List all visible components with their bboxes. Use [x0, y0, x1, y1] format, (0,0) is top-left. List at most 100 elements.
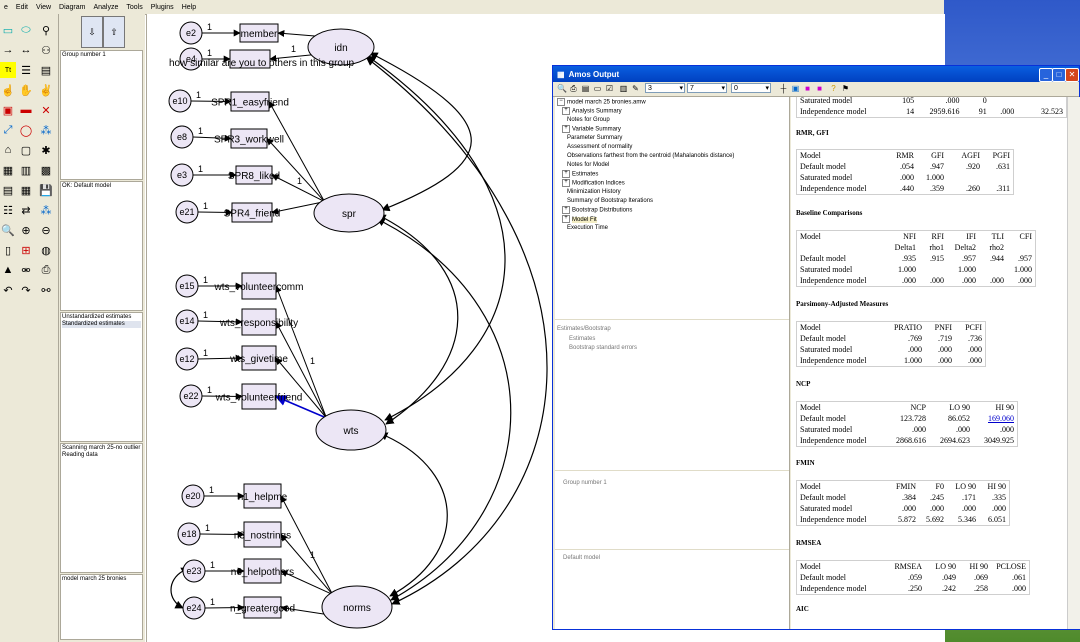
undo-icon[interactable]: ↶ — [3, 284, 13, 297]
tree-item[interactable]: Notes for Group — [567, 116, 610, 125]
fit-to-page-icon[interactable]: ⊞ — [21, 244, 31, 257]
error-term[interactable] — [175, 274, 199, 298]
calculate-estimates-icon[interactable]: ▩ — [40, 164, 52, 177]
models-list[interactable]: OK: Default model — [60, 181, 143, 311]
output-diagram-button[interactable]: ⇧ — [103, 16, 125, 48]
nav-item[interactable]: Estimates — [569, 336, 596, 342]
nav-item[interactable]: Estimates/Bootstrap — [557, 326, 611, 332]
tree-item[interactable]: Observations farthest from the centroid … — [567, 152, 734, 161]
error-term[interactable] — [168, 89, 192, 113]
tree-item[interactable]: −model march 25 bronies.amw — [557, 98, 646, 108]
preserve-symmetries-icon[interactable]: ⁂ — [40, 204, 52, 217]
draw-rectangle-icon[interactable]: ▭ — [2, 24, 14, 37]
tree-item[interactable]: Assessment of normality — [567, 143, 632, 152]
options-icon[interactable]: ▤ — [581, 84, 590, 93]
print-preview-icon[interactable]: 🔍 — [557, 84, 567, 93]
resize-icon[interactable]: ⤢ — [3, 123, 13, 136]
error-term[interactable] — [179, 21, 203, 45]
latent-indicator-icon[interactable]: ⚲ — [41, 24, 51, 37]
bootstrap-link[interactable]: 169.060 — [988, 414, 1014, 423]
color-alt-icon[interactable]: ■ — [817, 84, 822, 93]
expand-icon[interactable]: + — [562, 107, 570, 115]
tree-item[interactable]: +Modification Indices — [562, 179, 625, 189]
tree-item[interactable]: +Variable Summary — [562, 125, 621, 135]
nav-item[interactable]: Group number 1 — [563, 480, 607, 486]
expand-icon[interactable]: + — [562, 206, 570, 214]
error-term[interactable] — [175, 200, 199, 224]
tree-item[interactable]: +Analysis Summary — [562, 107, 622, 117]
bayesian-icon[interactable]: ▲ — [2, 264, 14, 276]
menu-diagram[interactable]: Diagram — [59, 3, 86, 11]
select-all-icon[interactable]: ✋ — [19, 84, 33, 97]
latent-variable[interactable] — [315, 409, 387, 451]
menu-help[interactable]: Help — [181, 3, 197, 11]
object-properties-icon[interactable]: ☷ — [3, 204, 13, 217]
input-diagram-button[interactable]: ⇩ — [81, 16, 103, 48]
draw-ellipse-icon[interactable]: ⬭ — [21, 23, 31, 36]
analysis-properties-icon[interactable]: ▥ — [20, 164, 32, 177]
drag-properties-icon[interactable]: ⇄ — [21, 204, 31, 217]
table-width-select[interactable]: 0 — [731, 83, 771, 94]
unstandardized-item[interactable]: Unstandardized estimates — [62, 314, 132, 320]
hide-table-icon[interactable]: ▣ — [791, 84, 800, 93]
list-data-icon[interactable]: ▤ — [40, 64, 52, 77]
multiple-group-icon[interactable]: ⚮ — [21, 264, 31, 277]
error-term[interactable] — [182, 596, 206, 620]
data-file-icon[interactable]: ▦ — [2, 164, 14, 177]
list-variables-icon[interactable]: ☰ — [21, 64, 31, 77]
latent-variable[interactable] — [307, 28, 375, 66]
error-term[interactable] — [179, 47, 203, 71]
zoom-out-icon[interactable]: ⊖ — [41, 224, 51, 237]
properties-icon[interactable]: ☑ — [605, 84, 614, 93]
touch-up-icon[interactable]: ✱ — [41, 144, 51, 157]
view-page-icon[interactable]: ▯ — [4, 244, 12, 257]
copy-icon[interactable]: ▥ — [619, 84, 628, 93]
column-width-select[interactable]: 7 — [687, 83, 727, 94]
deselect-icon[interactable]: ✌ — [39, 84, 53, 97]
menu-edit[interactable]: Edit — [15, 3, 28, 11]
zoom-area-icon[interactable]: 🔍 — [1, 224, 15, 237]
open-icon[interactable]: ▭ — [593, 84, 602, 93]
error-term[interactable] — [170, 125, 194, 149]
expand-icon[interactable]: + — [562, 215, 570, 223]
vertical-scrollbar[interactable] — [1067, 97, 1080, 629]
expand-icon[interactable]: − — [557, 98, 565, 106]
error-term[interactable] — [177, 522, 201, 546]
nav-item[interactable]: Default model — [563, 555, 601, 561]
move-parameter-icon[interactable]: ⌂ — [4, 144, 12, 156]
error-term[interactable] — [175, 309, 199, 333]
group-item[interactable]: Group number 1 — [62, 52, 106, 58]
tree-item[interactable]: Notes for Model — [567, 161, 609, 170]
print-icon[interactable]: ⎙ — [570, 84, 577, 93]
files-list[interactable]: model march 25 bronies — [60, 574, 143, 640]
edit-icon[interactable]: ✎ — [632, 84, 639, 93]
print-icon[interactable]: ⎙ — [41, 263, 51, 276]
maximize-button[interactable]: □ — [1052, 68, 1066, 82]
expand-icon[interactable]: + — [562, 179, 570, 187]
copy-clipboard-icon[interactable]: ▤ — [2, 184, 14, 197]
scroll-icon[interactable]: ▢ — [20, 144, 32, 157]
tree-item[interactable]: +Estimates — [562, 170, 598, 180]
help-icon[interactable]: ? — [831, 84, 836, 93]
menu-file[interactable]: e — [4, 3, 8, 11]
error-term[interactable] — [182, 559, 206, 583]
save-icon[interactable]: 💾 — [39, 184, 53, 197]
tree-item[interactable]: Minimization History — [567, 188, 621, 197]
error-term[interactable] — [181, 484, 205, 508]
tree-item[interactable]: Parameter Summary — [567, 134, 622, 143]
model-item[interactable]: OK: Default model — [62, 183, 112, 189]
expand-icon[interactable]: + — [562, 125, 570, 133]
groups-list[interactable]: Group number 1 — [60, 50, 143, 180]
show-table-icon[interactable]: ┼ — [780, 84, 787, 93]
tree-item[interactable]: Execution Time — [567, 224, 608, 233]
covariance-icon[interactable]: ↔ — [20, 44, 32, 56]
about-icon[interactable]: ⚑ — [841, 84, 850, 93]
path-icon[interactable]: → — [2, 44, 14, 56]
specification-search-icon[interactable]: ⚯ — [41, 284, 51, 297]
menu-tools[interactable]: Tools — [126, 3, 143, 11]
expand-icon[interactable]: + — [562, 170, 570, 178]
unique-variable-icon[interactable]: ⚇ — [41, 44, 51, 57]
tree-item[interactable]: +Model Fit — [562, 215, 597, 225]
file-item[interactable]: model march 25 bronies — [62, 576, 127, 582]
close-button[interactable]: ✕ — [1065, 68, 1079, 82]
